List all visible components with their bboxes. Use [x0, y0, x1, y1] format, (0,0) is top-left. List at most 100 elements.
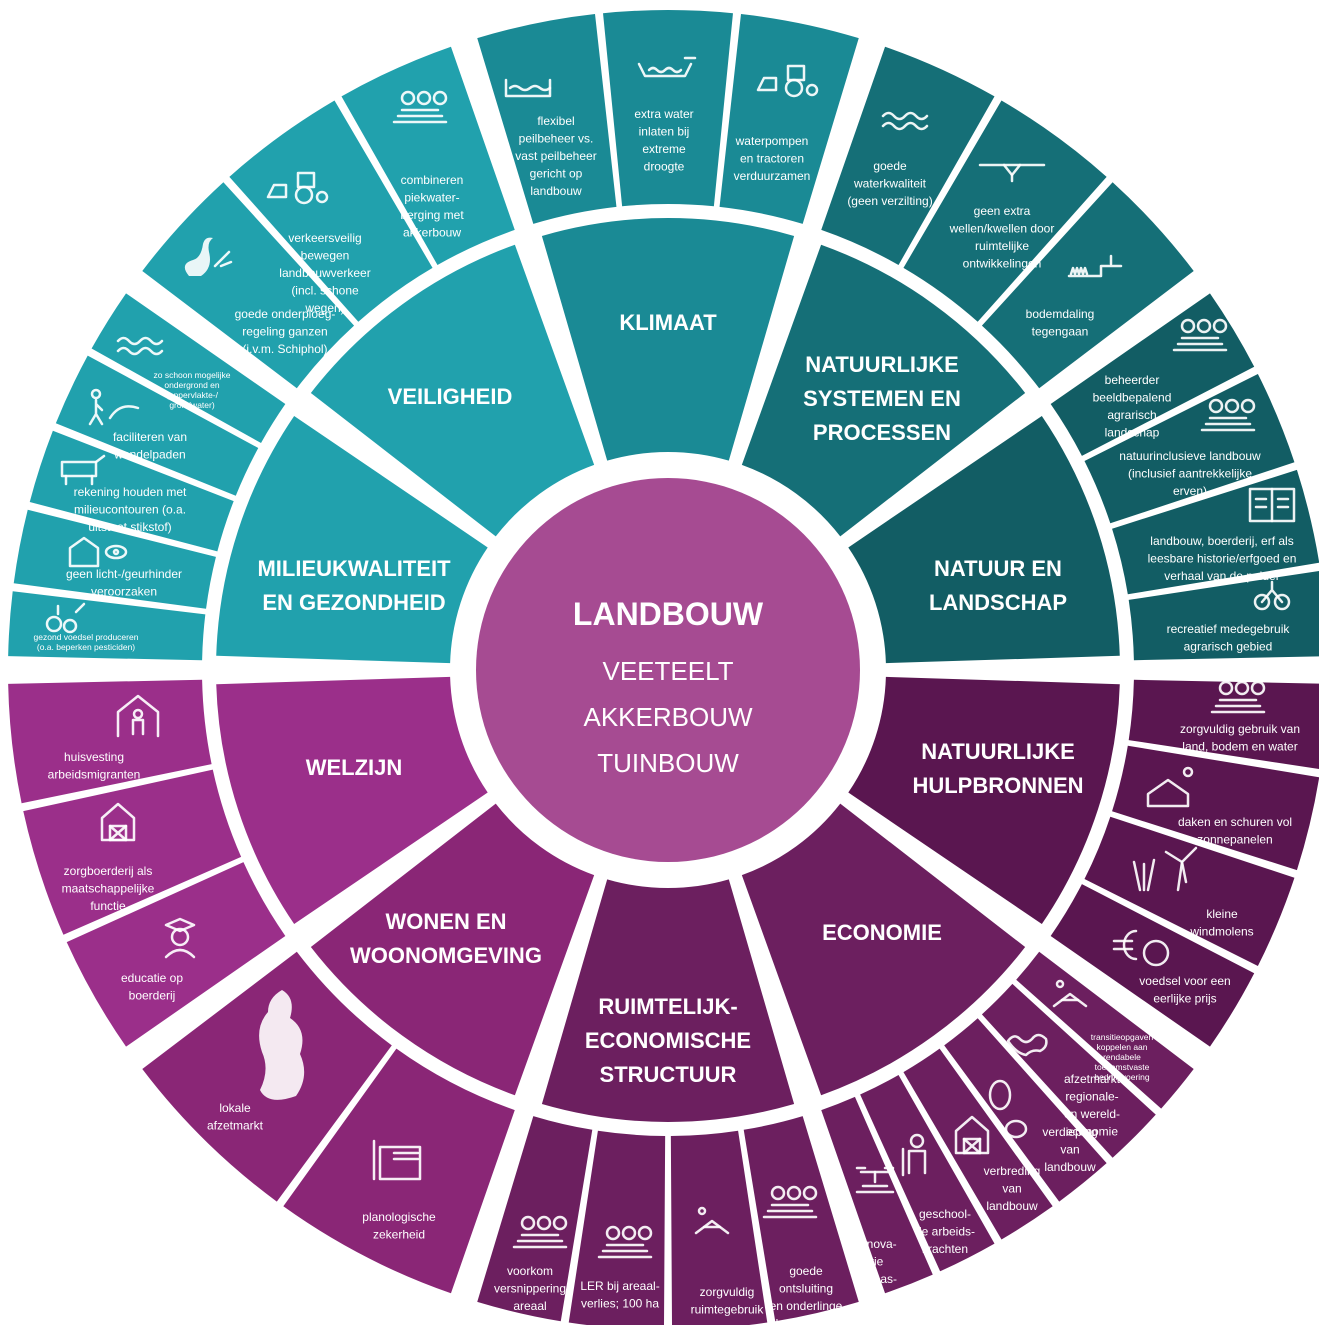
cow-icon: [60, 454, 106, 486]
outer-segment-verdieping: [944, 1018, 1107, 1202]
center-subtitle: AKKERBOUW: [583, 702, 752, 732]
outer-segment-natuurinclusief: [1084, 373, 1295, 524]
category-segment-veiligheid: [310, 244, 595, 537]
soil-water-icon: [1210, 680, 1266, 714]
outer-segment-piekwaterberging: [341, 46, 515, 266]
well-icon: [978, 163, 1046, 183]
house-person-icon: [116, 694, 160, 738]
outer-label-ler: LER bij areaal-verlies; 100 ha: [580, 1279, 659, 1311]
outer-label-ganzen: goede onderploeg-regeling ganzen(i.v.m. …: [235, 307, 336, 356]
field-icon: [597, 1225, 653, 1259]
car-tractor-icon: [266, 171, 329, 205]
category-segment-ruimtelijk-economische: [541, 879, 795, 1122]
outer-segment-recreatief: [1128, 570, 1319, 661]
outer-segment-ganzen: [142, 182, 355, 389]
people-barn-icon: [100, 802, 136, 842]
road-field-icon: [762, 1185, 818, 1219]
category-segment-natuur-landschap: [848, 415, 1120, 664]
tractor-pump-icon: [756, 64, 819, 98]
center-circle-group: [476, 478, 860, 862]
vegetables-icon: [45, 602, 86, 634]
outer-segment-wandelpaden: [55, 355, 259, 496]
category-segment-wonen: [310, 803, 595, 1096]
book-icon: [1248, 487, 1296, 523]
outer-segment-waterpompen: [719, 14, 859, 224]
outer-ring: [8, 9, 1319, 1325]
outer-segment-ontsluiting: [743, 1116, 859, 1322]
outer-segment-waterkwaliteit: [821, 46, 995, 266]
outer-segment-zorgboerderij: [23, 769, 242, 935]
outer-segment-zonnepanelen: [1112, 745, 1319, 871]
outer-segment-geschoolde: [860, 1074, 995, 1272]
outer-segment-versnippering: [477, 1116, 593, 1322]
outer-segment-licht: [13, 509, 216, 609]
field-rows-icon: [512, 1215, 568, 1249]
outer-segment-windmolens: [1084, 816, 1295, 967]
flower-field-icon: [1200, 398, 1256, 432]
goose-icon: [184, 237, 233, 276]
trees-field-icon: [392, 90, 448, 124]
subsidence-icon: [1067, 254, 1123, 278]
category-segment-welzijn: [216, 676, 488, 925]
waves-icon: [881, 111, 929, 131]
category-segment-economie: [741, 803, 1026, 1096]
category-label-klimaat: KLIMAAT: [619, 310, 717, 335]
category-segment-klimaat: [541, 217, 795, 461]
windmill-icon: [1132, 846, 1198, 892]
outer-segment-verbreding: [903, 1048, 1053, 1240]
outer-segment-educatie: [66, 862, 286, 1047]
category-segment-natuurlijke-systemen: [741, 244, 1026, 537]
solar-vs-field-icon: [694, 1206, 730, 1235]
category-label-veiligheid: VEILIGHEID: [388, 384, 513, 409]
outer-segment-historie: [1112, 469, 1319, 595]
inner-ring: [216, 217, 1120, 1122]
category-label-welzijn: WELZIJN: [306, 755, 403, 780]
category-segment-natuurlijke-hulpbronnen: [848, 676, 1120, 925]
outer-label-gezond: gezond voedsel produceren(o.a. beperken …: [34, 632, 139, 652]
outer-segment-innovatie: [821, 1096, 933, 1294]
outer-segment-verkeersveilig: [229, 100, 433, 322]
center-circle: [476, 478, 860, 862]
building-icon: [372, 1139, 422, 1181]
barn-icon: [954, 1115, 990, 1155]
center-subtitle: TUINBOUW: [597, 748, 739, 778]
outer-label-natuurinclusief: natuurinclusieve landbouw(inclusief aant…: [1119, 449, 1261, 498]
outer-segment-wellen: [903, 100, 1107, 322]
category-segment-milieukwaliteit: [216, 415, 488, 664]
drone-icon: [855, 1166, 895, 1194]
outer-segment-extra: [603, 9, 733, 207]
center-title: LANDBOUW: [573, 596, 764, 632]
water-inlet-icon: [637, 56, 697, 78]
outer-label-geschoolde: geschool-de arbeids-krachten: [915, 1207, 975, 1256]
category-label-economie: ECONOMIE: [822, 920, 942, 945]
world-map-icon: [1006, 1033, 1048, 1057]
